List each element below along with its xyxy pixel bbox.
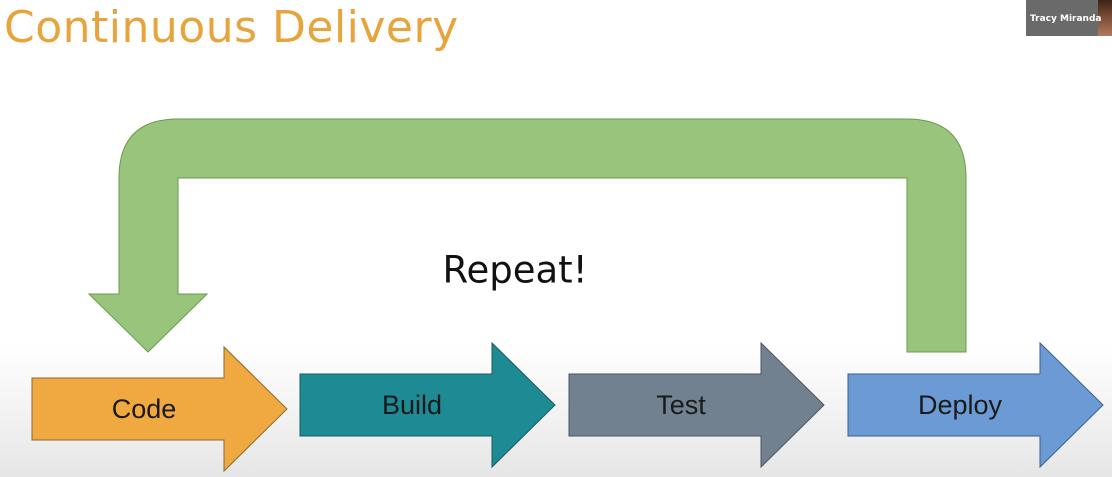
stage-deploy: Deploy [847, 341, 1104, 469]
stage-deploy-arrow [847, 341, 1104, 469]
repeat-loop-arrow [87, 118, 967, 353]
stage-test-label: Test [656, 390, 706, 420]
presenter-video-tile: Tracy Miranda [1026, 0, 1112, 36]
stage-code-arrow [31, 345, 288, 473]
presenter-name: Tracy Miranda [1030, 14, 1102, 24]
stage-deploy-label: Deploy [918, 390, 1003, 420]
slide-title: Continuous Delivery [4, 2, 459, 53]
stage-test-arrow [568, 341, 825, 469]
repeat-label: Repeat! [442, 249, 587, 292]
stage-code-label: Code [112, 394, 177, 424]
presenter-avatar [1098, 0, 1112, 36]
stage-code: Code [31, 345, 288, 473]
stage-build-label: Build [382, 390, 442, 420]
stage-test: Test [568, 341, 825, 469]
stage-build: Build [299, 341, 556, 469]
stage-build-arrow [299, 341, 556, 469]
